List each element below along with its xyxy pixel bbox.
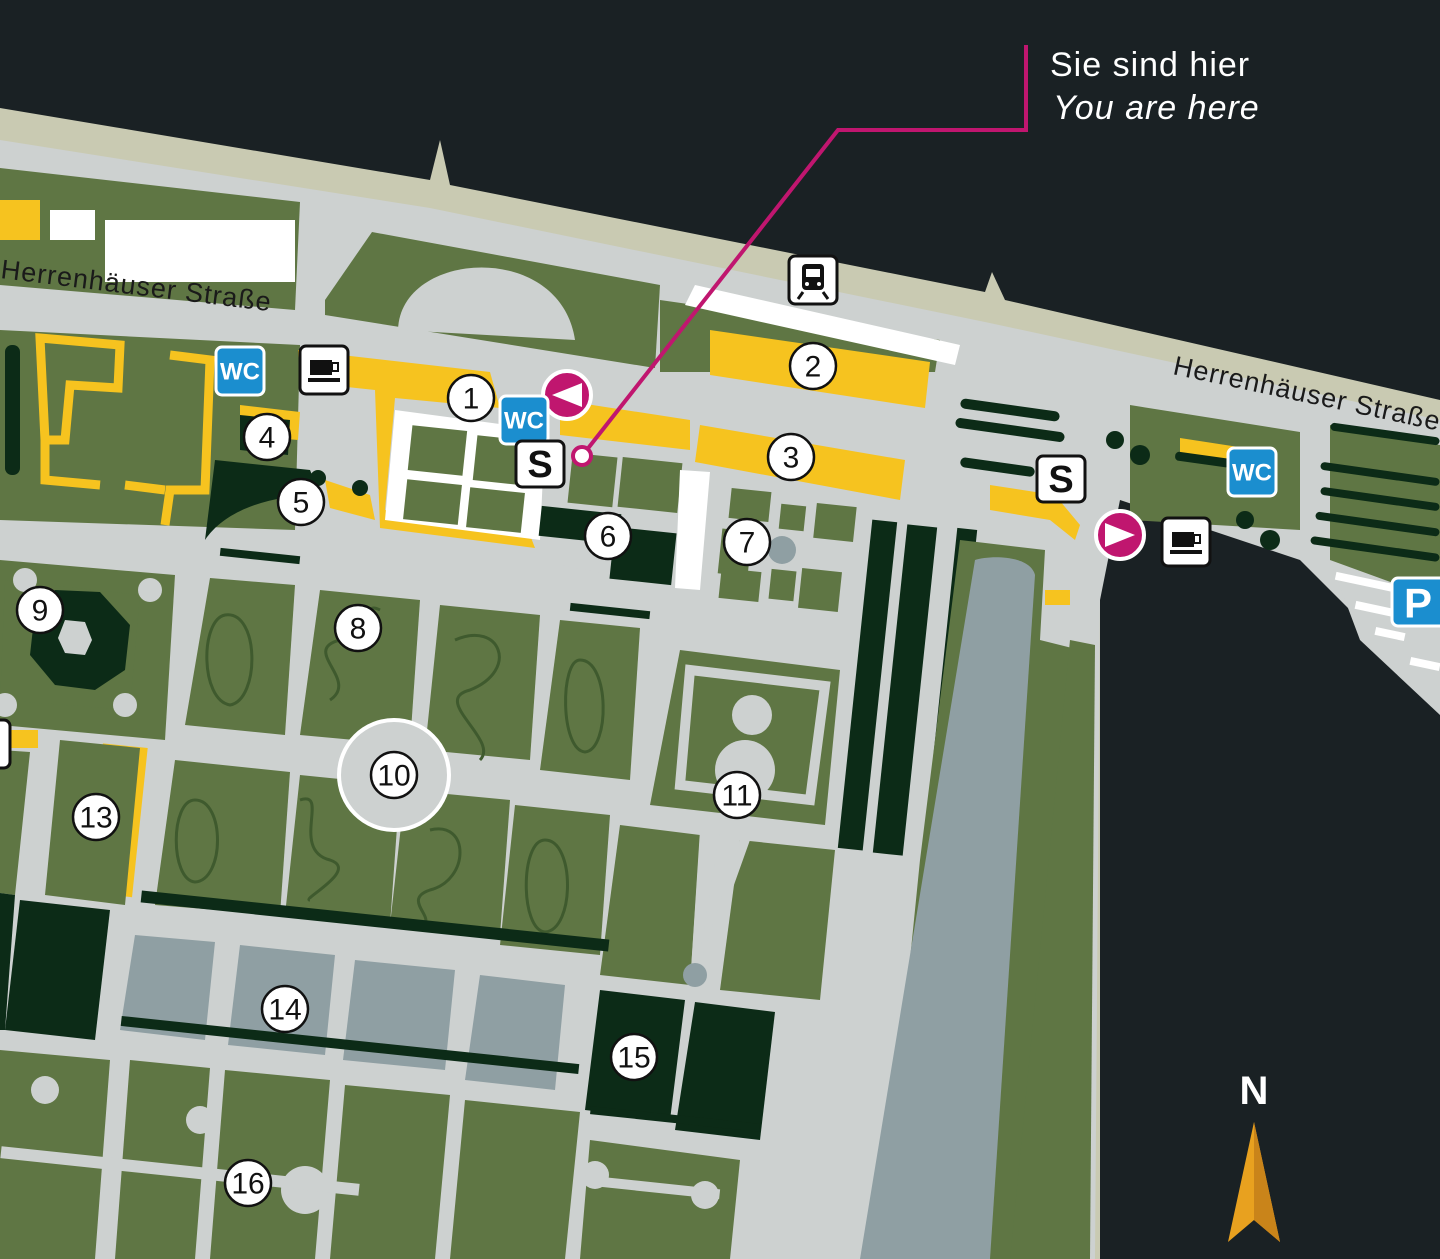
number-marker[interactable]: 16 — [223, 1158, 273, 1208]
number-label: 5 — [293, 487, 310, 520]
number-label: 16 — [231, 1168, 264, 1201]
number-label: 8 — [350, 613, 367, 646]
number-marker[interactable]: 4 — [242, 412, 292, 462]
number-marker[interactable]: 9 — [15, 585, 65, 635]
number-marker[interactable]: 15 — [609, 1032, 659, 1082]
number-marker[interactable]: 6 — [583, 511, 633, 561]
compass-arrow-icon — [1228, 1122, 1280, 1242]
lawn-right-block — [1130, 405, 1300, 530]
number-label: 6 — [600, 521, 617, 554]
number-label: 1 — [463, 383, 480, 416]
coffee-icon[interactable] — [298, 344, 350, 396]
canal — [860, 557, 1035, 1259]
parking-label: P — [1404, 580, 1432, 627]
wc-icon[interactable]: WC — [214, 345, 266, 397]
number-label: 4 — [259, 422, 276, 455]
north-label: N — [1240, 1069, 1269, 1113]
wc-label: WC — [504, 408, 544, 435]
number-label: 11 — [721, 780, 752, 813]
number-marker[interactable]: 14 — [260, 984, 310, 1034]
number-label: 13 — [79, 802, 112, 835]
number-marker[interactable]: 11 — [712, 770, 762, 820]
building-left-compound — [35, 333, 215, 526]
number-label: 9 — [32, 595, 49, 628]
number-marker[interactable]: 1 — [446, 373, 496, 423]
number-label: 14 — [268, 994, 301, 1027]
train-icon[interactable] — [787, 254, 839, 306]
railway-building — [685, 285, 960, 365]
wc-icon[interactable]: WC — [498, 394, 550, 446]
number-label: 10 — [377, 760, 410, 793]
tree-rows — [310, 398, 1440, 562]
entrance-icon[interactable] — [541, 369, 593, 421]
number-marker[interactable]: 10 — [369, 750, 419, 800]
s-bahn-icon[interactable]: S — [1035, 454, 1087, 504]
entrance-icon[interactable] — [1094, 509, 1146, 561]
canal-east-lawn — [1010, 640, 1095, 1259]
s-bahn-icon[interactable]: S — [514, 439, 566, 489]
number-marker[interactable]: 5 — [276, 477, 326, 527]
wc-icon[interactable]: WC — [1226, 446, 1278, 498]
wc-label: WC — [220, 359, 260, 386]
number-marker[interactable]: 13 — [71, 792, 121, 842]
fountain-7 — [768, 536, 796, 564]
number-label: 15 — [617, 1042, 650, 1075]
s-bahn-label: S — [1048, 459, 1073, 501]
parking-stalls — [1334, 571, 1440, 672]
edge-icon — [0, 718, 12, 770]
lawn-semi-circle — [398, 267, 575, 340]
you-are-here-label-en: You are here — [1053, 89, 1260, 127]
number-label: 2 — [805, 351, 822, 384]
s-bahn-label: S — [527, 444, 552, 486]
left-hedges — [5, 345, 20, 475]
garden-16 — [0, 1076, 721, 1214]
you-are-here-marker — [571, 45, 1028, 467]
number-marker[interactable]: 2 — [788, 341, 838, 391]
number-label: 3 — [783, 442, 800, 475]
number-marker[interactable]: 3 — [766, 432, 816, 482]
wc-label: WC — [1232, 460, 1272, 487]
garden-11 — [674, 664, 831, 987]
coffee-icon[interactable] — [1160, 516, 1212, 568]
number-marker[interactable]: 7 — [722, 517, 772, 567]
number-marker[interactable]: 8 — [333, 603, 383, 653]
parking-icon[interactable]: P — [1390, 576, 1440, 628]
you-are-here-label-de: Sie sind hier — [1050, 46, 1250, 84]
number-label: 7 — [739, 527, 756, 560]
